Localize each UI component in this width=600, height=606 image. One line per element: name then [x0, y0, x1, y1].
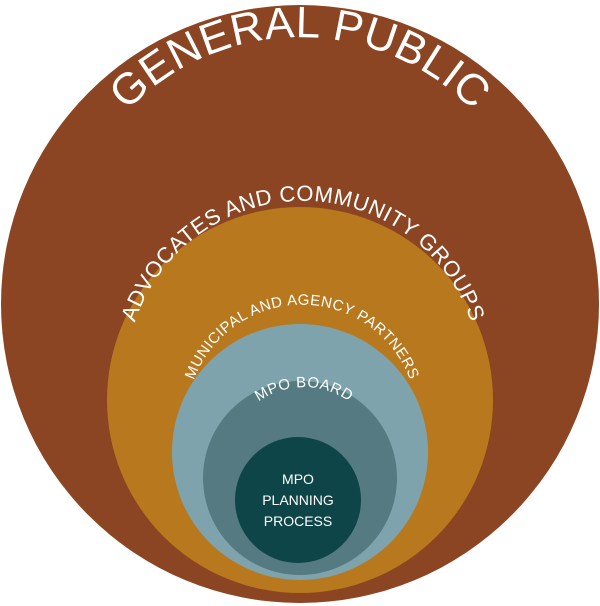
center-label-line-3: PROCESS [264, 513, 332, 529]
center-label-line-2: PLANNING [262, 492, 334, 508]
center-mpo-planning-process [235, 437, 361, 563]
center-label-line-1: MPO [282, 471, 314, 487]
